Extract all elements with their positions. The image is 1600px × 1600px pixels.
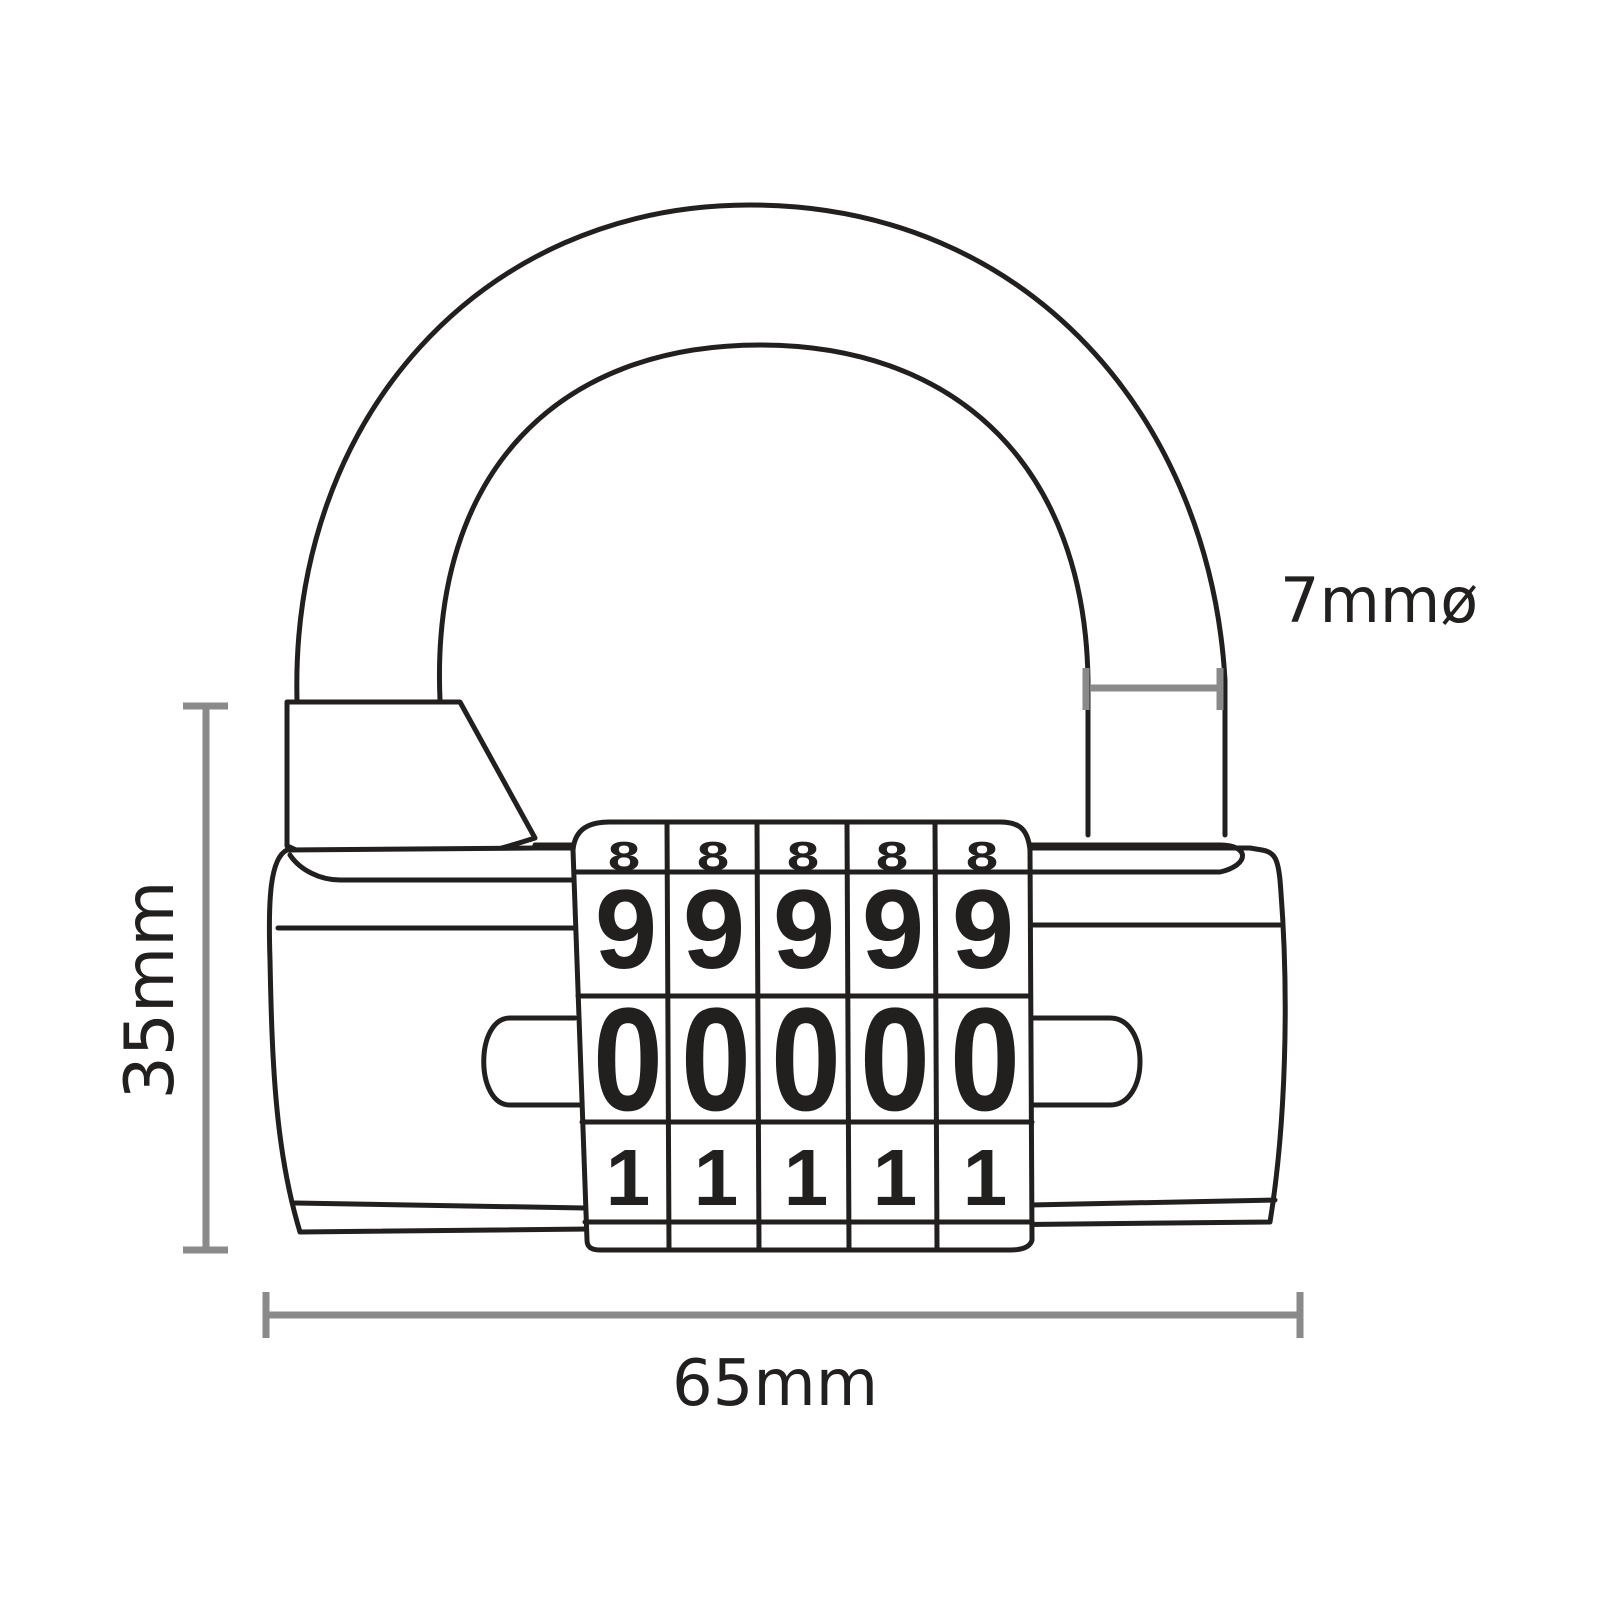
width-dimension: 65mm — [262, 1292, 1304, 1421]
dial-1-digit-lower: 1 — [606, 1133, 651, 1222]
dial-window — [570, 819, 1035, 1253]
dial-row-upper: 9 9 9 9 9 — [595, 867, 1014, 992]
dial-2-digit-top: 8 — [697, 834, 729, 879]
dial-1-digit-top: 8 — [608, 834, 640, 879]
dial-5-digit-center: 0 — [950, 978, 1020, 1142]
dial-3-digit-top: 8 — [787, 834, 819, 879]
dial-2-digit-lower: 1 — [694, 1133, 739, 1222]
shackle-shroud — [284, 699, 538, 869]
dial-5-digit-upper: 9 — [952, 867, 1014, 992]
dial-4-digit-center: 0 — [860, 978, 930, 1142]
height-dimension: 35mm — [111, 702, 228, 1254]
height-label: 35mm — [111, 880, 190, 1099]
dial-4-digit-top: 8 — [876, 834, 908, 879]
dial-5-digit-lower: 1 — [963, 1133, 1008, 1222]
dial-3-digit-lower: 1 — [784, 1133, 829, 1222]
dial-row-center: 0 0 0 0 0 — [593, 978, 1020, 1142]
dial-1-digit-upper: 9 — [595, 867, 657, 992]
dial-2-digit-center: 0 — [681, 978, 751, 1142]
dial-3-digit-upper: 9 — [773, 867, 835, 992]
dial-4-digit-upper: 9 — [862, 867, 924, 992]
left-slot — [481, 1015, 583, 1108]
shackle-diameter-dimension: 7mmø — [1082, 564, 1478, 710]
shackle — [294, 202, 1228, 838]
dial-row-lower: 1 1 1 1 1 — [606, 1133, 1008, 1222]
width-label: 65mm — [672, 1347, 878, 1421]
right-slot — [1027, 1015, 1143, 1108]
dial-3-digit-center: 0 — [771, 978, 841, 1142]
dial-row-top: 8 8 8 8 8 — [608, 834, 998, 879]
dial-1-digit-center: 0 — [593, 978, 663, 1142]
dial-5-digit-top: 8 — [966, 834, 998, 879]
dial-2-digit-upper: 9 — [683, 867, 745, 992]
dial-4-digit-lower: 1 — [873, 1133, 918, 1222]
shackle-diameter-label: 7mmø — [1280, 564, 1478, 637]
